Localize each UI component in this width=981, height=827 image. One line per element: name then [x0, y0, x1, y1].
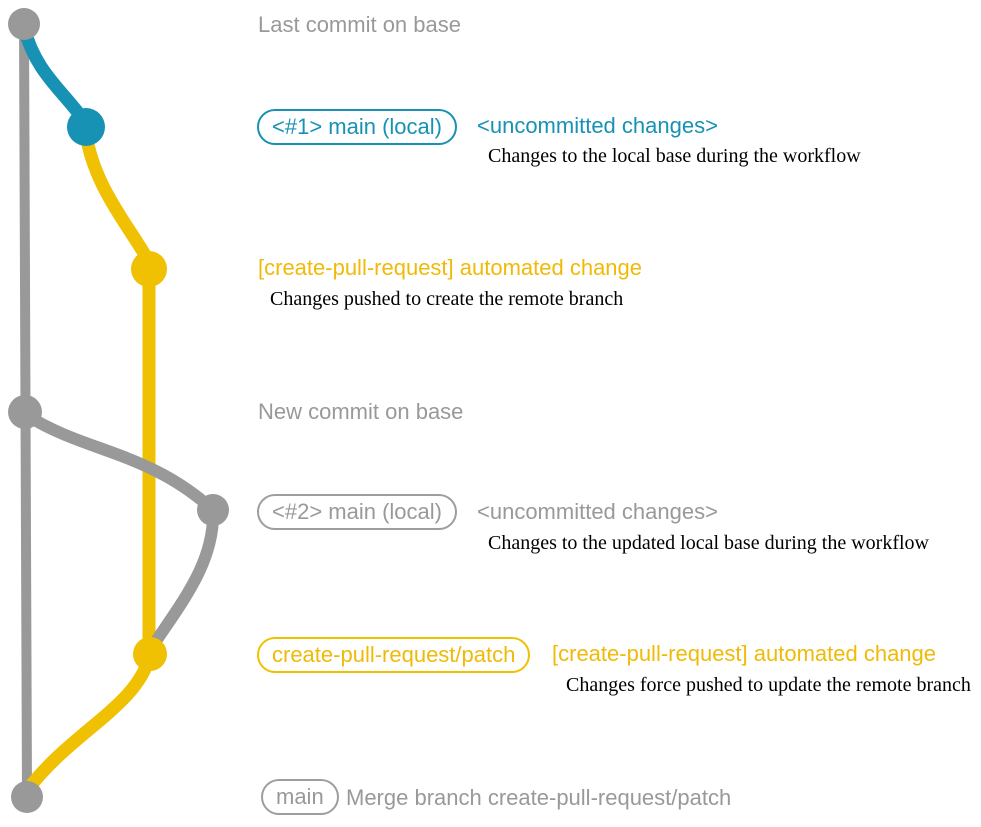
commit-dot-local-2: [197, 494, 229, 526]
merge-label: Merge branch create-pull-request/patch: [346, 785, 732, 810]
branch1-uncommitted-label: <uncommitted changes>: [477, 113, 718, 138]
branch2-uncommitted-label: <uncommitted changes>: [477, 499, 718, 524]
commit-dot-base-merge: [11, 781, 43, 813]
branch1-box: <#1> main (local): [257, 109, 457, 145]
push1-label: [create-pull-request] automated change: [258, 255, 643, 280]
push1-description: Changes pushed to create the remote bran…: [270, 288, 624, 310]
merge-curve: [22, 651, 156, 795]
commit-dot-base-new: [8, 395, 42, 429]
push2-description: Changes force pushed to update the remot…: [566, 674, 971, 696]
branch2-description: Changes to the updated local base during…: [488, 532, 929, 554]
commit-dot-remote-1: [131, 251, 167, 287]
last-commit-label: Last commit on base: [258, 12, 461, 37]
commit-dot-local-1: [67, 108, 105, 146]
local-branch-1-curve: [17, 21, 90, 126]
new-commit-label: New commit on base: [258, 399, 464, 424]
patch-branch-box: create-pull-request/patch: [257, 637, 531, 673]
commit-graph: [8, 8, 229, 813]
main-branch-box: main: [261, 779, 339, 815]
local-branch-2-curve: [22, 410, 220, 653]
branch2-box: <#2> main (local): [257, 494, 457, 530]
push2-label: [create-pull-request] automated change: [552, 641, 937, 666]
commit-dot-base-top: [8, 8, 40, 40]
branch1-description: Changes to the local base during the wor…: [488, 145, 861, 167]
commit-dot-remote-2: [133, 637, 167, 671]
remote-branch-curve: [80, 133, 155, 267]
